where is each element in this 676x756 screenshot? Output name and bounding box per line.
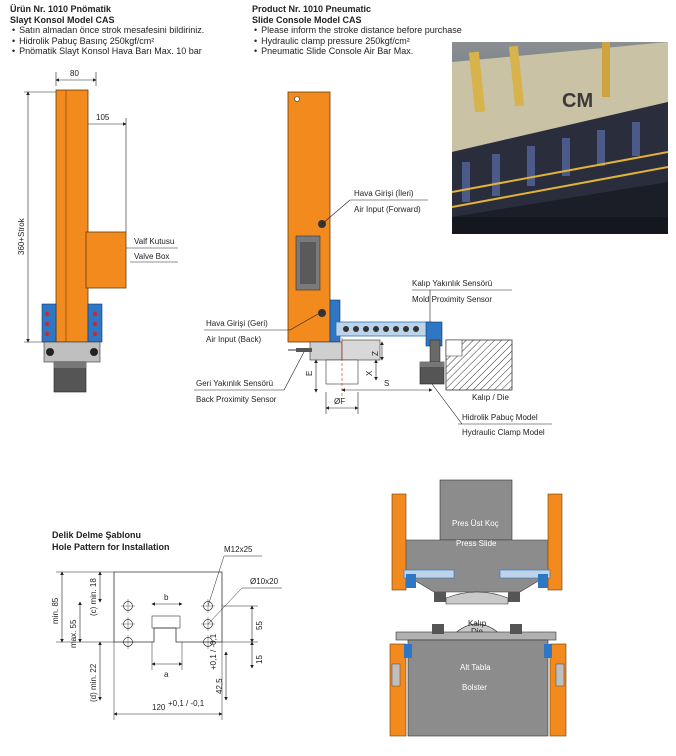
top-left-console: [391, 493, 407, 591]
back-sensor-en: Back Proximity Sensor: [196, 395, 277, 404]
dim-x-text: X: [365, 370, 374, 376]
valve-label-tr: Valf Kutusu: [134, 237, 174, 246]
side-bracket-left: [41, 303, 57, 343]
dim-a-text: a: [164, 670, 169, 679]
slide-label-tr: Pres Üst Koç: [452, 519, 499, 528]
height-dim-text: 360+Strok: [17, 217, 26, 255]
right-title-1: Product Nr. 1010 Pneumatic: [252, 4, 372, 14]
offset-dim-text: 105: [96, 113, 110, 122]
bottom-left-console: [389, 643, 407, 737]
press-diagram: Pres Üst Koç Press Slide Kalıp Die Alt T…: [389, 479, 567, 737]
clamp-en: Hydraulic Clamp Model: [462, 428, 545, 437]
press-photo: CM: [452, 42, 668, 234]
air-forward-en: Air Input (Forward): [354, 205, 421, 214]
right-title-2: Slide Console Model CAS: [252, 14, 362, 25]
width-dim-text: 80: [70, 69, 79, 78]
right-bullet: Please inform the stroke distance before…: [252, 25, 482, 36]
clamp-tr: Hidrolik Pabuç Model: [462, 413, 538, 422]
air-back-tr: Hava Girişi (Geri): [206, 319, 268, 328]
top-right-console: [547, 493, 563, 591]
dim-425-text: 42,5: [215, 678, 224, 694]
dim-min85-text: min. 85: [51, 597, 60, 624]
dim-z-text: Z: [371, 351, 380, 356]
air-back-en: Air Input (Back): [206, 335, 261, 344]
slide-label-en: Press Slide: [456, 539, 497, 548]
hole-pattern: Delik Delme Şablonu Hole Pattern for Ins…: [51, 530, 282, 720]
dim-425-tol: +0,1 / -0,1: [209, 633, 218, 670]
dim-f-text: ØF: [334, 397, 345, 406]
die-label-tr: Kalıp: [468, 619, 487, 628]
dim-max55-text: max. 55: [69, 619, 78, 648]
front-view: ØF S E Z X Hava Girişi (İleri) Air Input…: [194, 91, 552, 437]
front-slide-block: [309, 341, 343, 361]
right-bullet: Hydraulic clamp pressure 250kgf/cm²: [252, 36, 482, 47]
front-column: [287, 91, 331, 343]
right-bullets: Please inform the stroke distance before…: [252, 25, 482, 57]
dim-120-text: 120: [152, 703, 166, 712]
dim-15-text: 15: [255, 655, 264, 664]
bolster: [407, 639, 549, 737]
hole-title-en: Hole Pattern for Installation: [52, 542, 170, 552]
bolster-label-tr: Alt Tabla: [460, 663, 491, 672]
side-column: [55, 89, 89, 343]
right-header: Product Nr. 1010 Pneumatic Slide Console…: [252, 4, 482, 57]
thread-label: M12x25: [224, 545, 253, 554]
bolster-label-en: Bolster: [462, 683, 487, 692]
dim-c-text: (c) min. 18: [89, 578, 98, 616]
left-bullet: Hidrolik Pabuç Basınç 250kgf/cm²: [10, 36, 250, 47]
air-forward-tr: Hava Girişi (İleri): [354, 189, 414, 198]
base-plate-outline: [113, 571, 223, 643]
left-bullet: Satın almadan önce strok mesafesini bild…: [10, 25, 250, 36]
left-header: Ürün Nr. 1010 Pnömatik Slayt Konsol Mode…: [10, 4, 250, 57]
valve-label-en: Valve Box: [134, 252, 169, 261]
dim-d-text: (d) min. 22: [89, 663, 98, 702]
dim-55-text: 55: [255, 621, 264, 630]
left-title-1: Ürün Nr. 1010 Pnömatik: [10, 4, 112, 14]
bottom-right-console: [549, 643, 567, 737]
die-label-en: Die: [471, 627, 484, 636]
die-label: Kalıp / Die: [472, 393, 509, 402]
dim-120-tol: +0,1 / -0,1: [168, 699, 205, 708]
right-bullet: Pneumatic Slide Console Air Bar Max.: [252, 46, 482, 57]
dim-b-text: b: [164, 593, 169, 602]
left-bullet: Pnömatik Slayt Konsol Hava Barı Max. 10 …: [10, 46, 250, 57]
mold-sensor-tr: Kalıp Yakınlık Sensörü: [412, 279, 492, 288]
mold-sensor-en: Mold Proximity Sensor: [412, 295, 492, 304]
dim-s-text: S: [384, 379, 389, 388]
hole-label: Ø10x20: [250, 577, 279, 586]
left-title-2: Slayt Konsol Model CAS: [10, 14, 115, 25]
photo-sign: CM: [562, 90, 593, 112]
back-sensor-tr: Geri Yakınlık Sensörü: [196, 379, 273, 388]
valve-box: [85, 231, 127, 289]
hole-title-tr: Delik Delme Şablonu: [52, 530, 141, 540]
left-bullets: Satın almadan önce strok mesafesini bild…: [10, 25, 250, 57]
side-view: 80 105 360+Strok Valf Kutusu Valve Box: [17, 69, 178, 393]
dim-e-text: E: [305, 371, 314, 376]
